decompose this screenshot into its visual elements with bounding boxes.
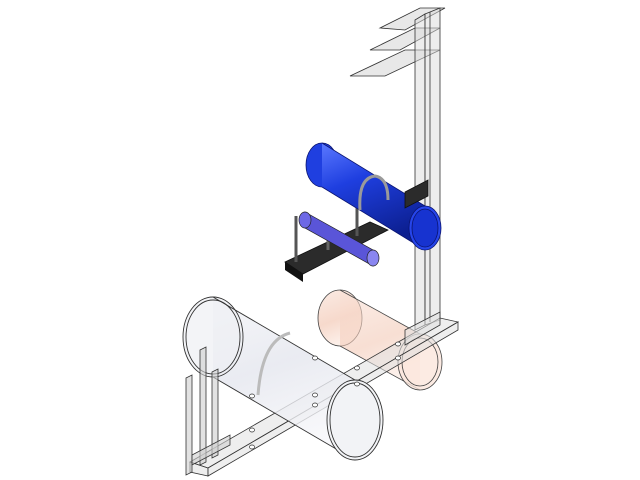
vertical-column [414,7,441,331]
bolts [249,341,401,450]
blue-pipe [305,142,442,251]
pipe-clamp-bracket [404,179,429,209]
left-posts [185,346,231,476]
small-pipe [298,211,380,267]
